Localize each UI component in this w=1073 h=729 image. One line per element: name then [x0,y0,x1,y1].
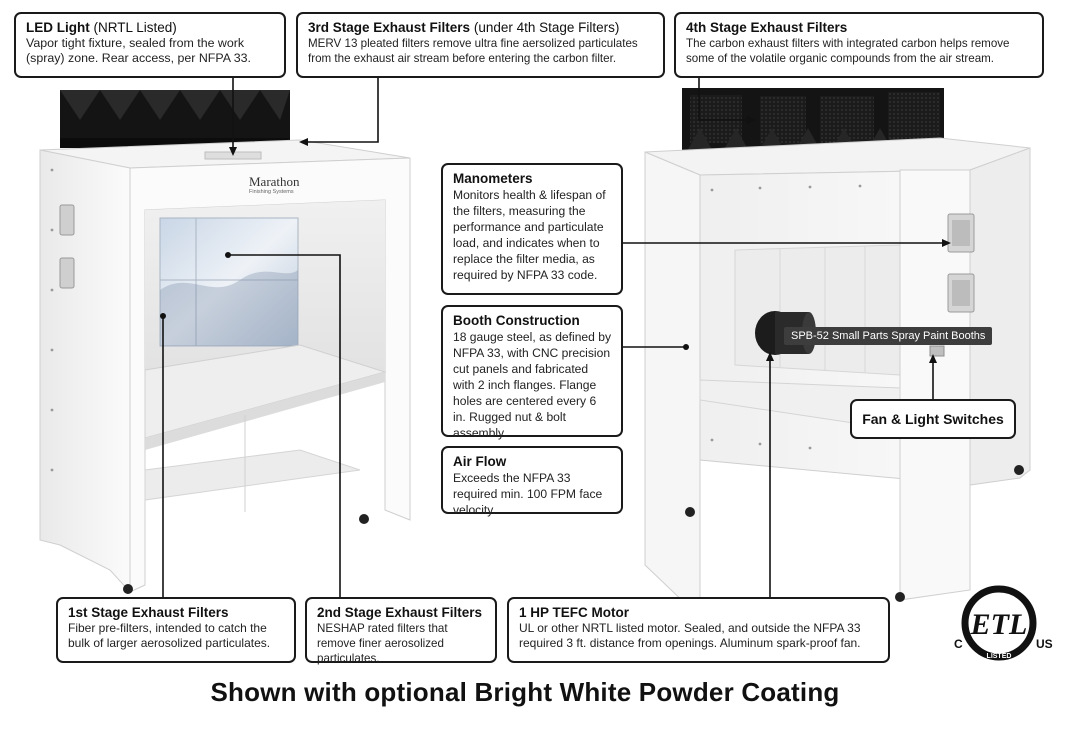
stage4-body: The carbon exhaust filters with integrat… [686,37,1010,65]
construction-body: 18 gauge steel, as defined by NFPA 33, w… [453,330,612,440]
etl-left-label: C [954,637,963,651]
airflow-body: Exceeds the NFPA 33 required min. 100 FP… [453,471,603,517]
callout-led-light: LED Light (NRTL Listed) Vapor tight fixt… [14,12,286,78]
led-body: Vapor tight fixture, sealed from the wor… [26,36,251,65]
motor-body: UL or other NRTL listed motor. Sealed, a… [519,621,861,650]
construction-title: Booth Construction [453,313,580,328]
etl-seal-icon: ETL LISTED [961,585,1037,661]
brand-tagline: Finishing Systems [249,189,294,195]
stage3-title: 3rd Stage Exhaust Filters [308,20,471,35]
callout-stage2-filters: 2nd Stage Exhaust Filters NESHAP rated f… [305,597,497,665]
stage2-body: NESHAP rated filters that remove finer a… [317,622,448,665]
callout-motor: 1 HP TEFC Motor UL or other NRTL listed … [507,597,890,663]
stage4-title: 4th Stage Exhaust Filters [686,20,848,35]
manometers-title: Manometers [453,171,533,186]
manometers-body: Monitors health & lifespan of the filter… [453,188,606,282]
led-title: LED Light [26,20,90,35]
svg-text:LISTED: LISTED [987,653,1012,660]
etl-right-label: US [1036,637,1053,651]
stage1-body: Fiber pre-filters, intended to catch the… [68,621,271,650]
callout-stage1-filters: 1st Stage Exhaust Filters Fiber pre-filt… [56,597,296,663]
stage3-title-sub: (under 4th Stage Filters) [473,20,620,35]
brand-logo: Marathon Finishing Systems [249,174,309,195]
callout-air-flow: Air Flow Exceeds the NFPA 33 required mi… [441,446,623,517]
right-booth [644,88,1031,609]
left-carbon-filters [60,90,290,148]
svg-text:ETL: ETL [970,608,1028,641]
etl-listed-mark: ETL LISTED C US [950,585,1060,665]
footer-caption: Shown with optional Bright White Powder … [210,677,840,707]
callout-manometers: Manometers Monitors health & lifespan of… [441,163,623,295]
stage2-title: 2nd Stage Exhaust Filters [317,605,483,620]
callout-stage3-filters: 3rd Stage Exhaust Filters (under 4th Sta… [296,12,665,78]
airflow-title: Air Flow [453,454,507,469]
callout-stage4-filters: 4th Stage Exhaust Filters The carbon exh… [674,12,1044,78]
callout-fan-light-switches: Fan & Light Switches [850,399,1016,439]
stage3-body: MERV 13 pleated filters remove ultra fin… [308,37,638,65]
callout-booth-construction: Booth Construction 18 gauge steel, as de… [441,305,623,440]
leader-lines [162,70,945,597]
brand-name: Marathon [249,174,300,189]
switches-title: Fan & Light Switches [862,411,1004,427]
led-title-sub: (NRTL Listed) [93,20,177,35]
motor-title: 1 HP TEFC Motor [519,605,630,620]
stage1-title: 1st Stage Exhaust Filters [68,605,229,620]
product-tooltip: SPB-52 Small Parts Spray Paint Booths [784,327,993,345]
left-booth [39,90,411,594]
